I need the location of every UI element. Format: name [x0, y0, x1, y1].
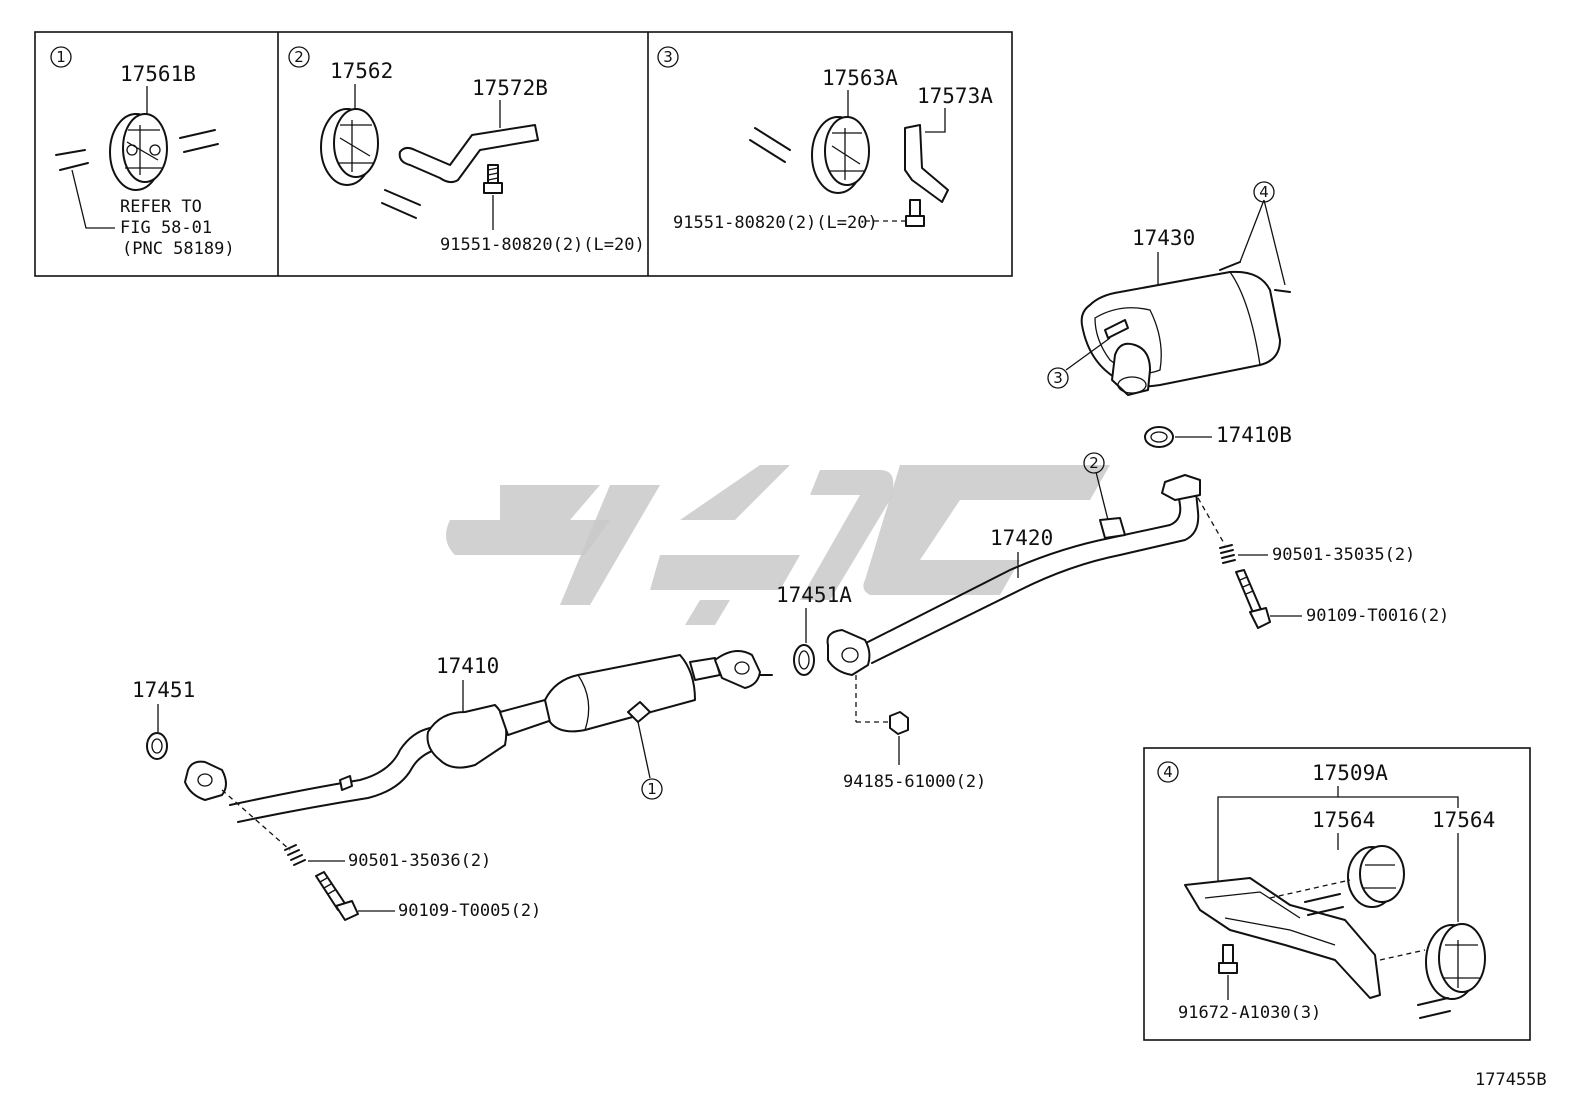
pipe-stub-right [179, 129, 219, 153]
rubber-hanger-icon [320, 108, 379, 186]
bolt-icon [483, 164, 503, 194]
part-17572B-label: 17572B [472, 76, 548, 100]
inset-1: 1 17561B REFER TO FIG 58-01 (PNC 58189) [50, 46, 235, 259]
callout-4-number: 4 [1259, 183, 1269, 201]
part-17564-label-b: 17564 [1432, 808, 1495, 832]
part-90501-35036-label: 90501-35036(2) [348, 851, 491, 871]
bolt-icon [905, 199, 925, 227]
hanger-bracket-17573A [904, 124, 949, 203]
front-pipe-17410: 17410 1 [184, 650, 773, 823]
ring-gasket-icon [793, 644, 815, 676]
inset-1-number-circle [50, 46, 72, 68]
part-17564-label-a: 17564 [1312, 808, 1375, 832]
inset-1-note-line-3: (PNC 58189) [122, 239, 235, 259]
part-17451-label: 17451 [132, 678, 195, 702]
part-17563A-label: 17563A [822, 66, 898, 90]
inset-1-note-line-1: REFER TO [120, 197, 202, 217]
inset-4: 4 17509A 17564 17564 91672-A1030(3) [1157, 761, 1495, 1023]
bolt-icon [1235, 569, 1271, 629]
rubber-hanger-icon [811, 116, 870, 194]
bolt-icon [1218, 944, 1238, 974]
brand-logo-watermark [446, 465, 1110, 625]
inset-4-bolt-label: 91672-A1030(3) [1178, 1003, 1321, 1023]
callout-3-number: 3 [1053, 369, 1063, 387]
pipe-stub [749, 127, 791, 163]
part-17430-label: 17430 [1132, 226, 1195, 250]
inset-2-number: 2 [294, 48, 304, 66]
nut-icon [889, 711, 909, 735]
hanger-bracket-17509A [1184, 877, 1381, 999]
ring-gasket-icon [1144, 426, 1174, 448]
part-94185-61000-label: 94185-61000(2) [843, 772, 986, 792]
part-90109-T0016-label: 90109-T0016(2) [1306, 606, 1449, 626]
part-17410B-label: 17410B [1216, 423, 1292, 447]
ring-gasket-icon [146, 732, 168, 760]
part-17509A-label: 17509A [1312, 761, 1388, 785]
inset-4-frame [1143, 747, 1531, 1041]
callout-2-number: 2 [1089, 454, 1099, 472]
insets-frame [34, 31, 1013, 277]
tail-pipe-muffler-17430: 17430 4 3 [1047, 181, 1291, 396]
rubber-hanger-icon [1347, 845, 1405, 908]
center-pipe-17420: 17420 2 [826, 452, 1201, 676]
pipe-stub-left [55, 149, 89, 171]
part-90109-T0005-label: 90109-T0005(2) [398, 901, 541, 921]
spring-icon [1219, 544, 1236, 564]
inset-1-note-line-2: FIG 58-01 [120, 218, 212, 238]
rubber-hanger-icon [109, 113, 168, 191]
part-17420-label: 17420 [990, 526, 1053, 550]
inset-2: 2 17562 17572B 91551-80820(2)(L=20) [288, 46, 645, 255]
inset-4-number: 4 [1163, 763, 1173, 781]
inset-1-number: 1 [56, 48, 66, 66]
part-17562-label: 17562 [330, 59, 393, 83]
part-17451A-label: 17451A [776, 583, 852, 607]
part-17410-label: 17410 [436, 654, 499, 678]
rubber-hanger-icon [1425, 923, 1486, 1000]
inset-3-bolt-label: 91551-80820(2)(L=20) [673, 213, 878, 233]
bolt-icon [315, 871, 359, 921]
spring-icon [284, 844, 306, 866]
figure-code: 177455B [1475, 1070, 1547, 1090]
pipe-stub [381, 189, 421, 219]
part-17573A-label: 17573A [917, 84, 993, 108]
callout-1-number: 1 [647, 780, 657, 798]
part-17561B-label: 17561B [120, 62, 196, 86]
hanger-bracket-17572B [398, 124, 539, 184]
inset-3: 3 17563A 17573A 91551-80820(2)(L=20) [657, 46, 993, 233]
inset-3-number: 3 [663, 48, 673, 66]
part-90501-35035-label: 90501-35035(2) [1272, 545, 1415, 565]
inset-2-bolt-label: 91551-80820(2)(L=20) [440, 235, 645, 255]
